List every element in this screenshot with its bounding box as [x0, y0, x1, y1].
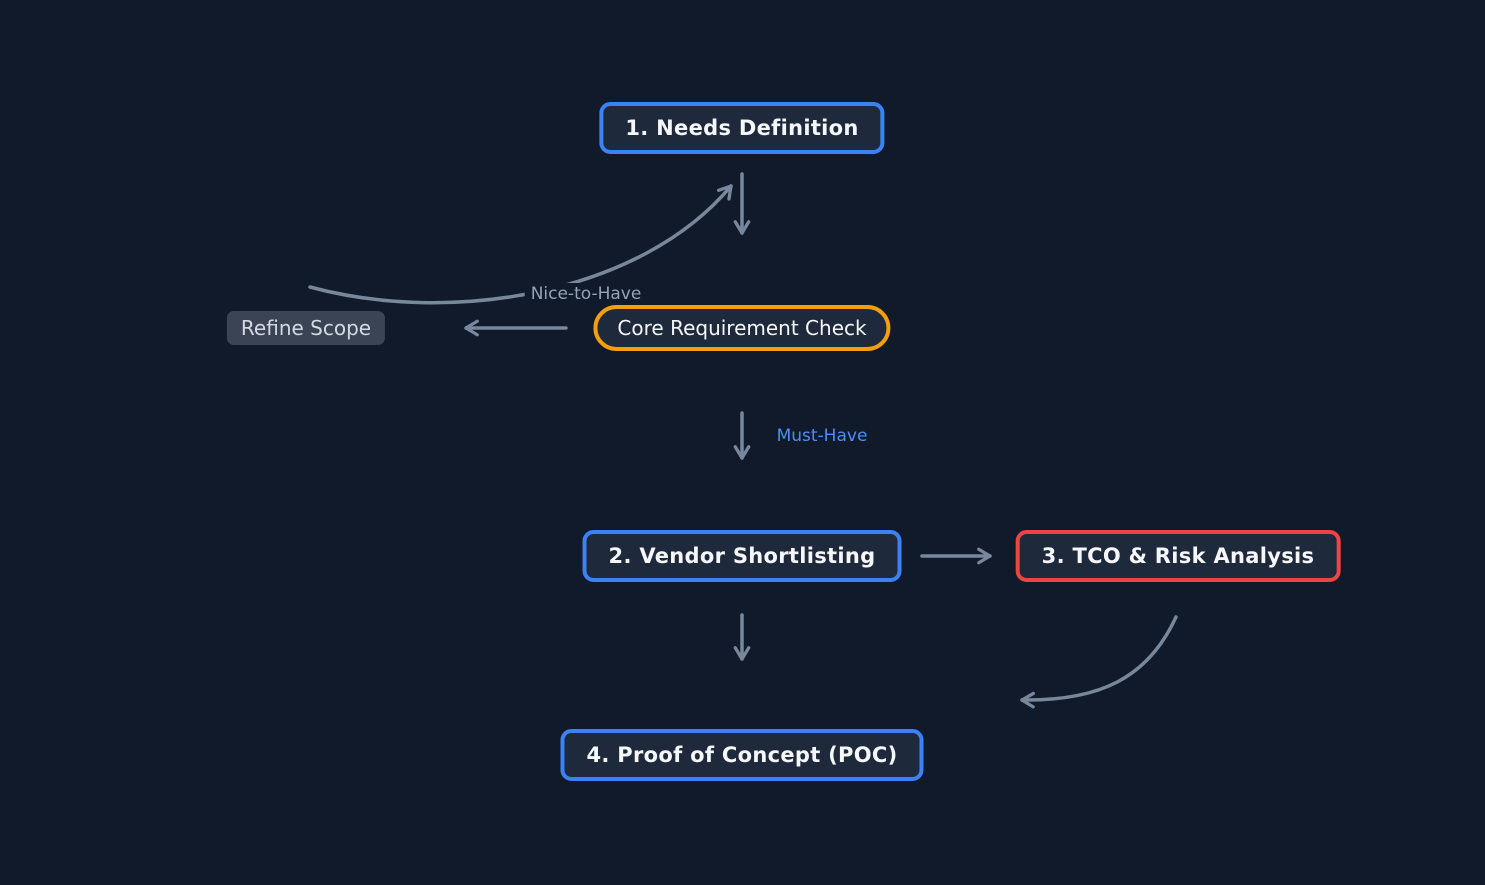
- arrow-tco-to-poc: [1020, 615, 1178, 709]
- node-vendor-shortlisting-label: 2. Vendor Shortlisting: [608, 544, 876, 568]
- node-proof-of-concept: 4. Proof of Concept (POC): [560, 729, 924, 781]
- node-tco-risk-analysis-label: 3. TCO & Risk Analysis: [1041, 544, 1315, 568]
- edge-label-nice-to-have: Nice-to-Have: [524, 283, 648, 305]
- node-refine-scope-label: Refine Scope: [240, 316, 372, 340]
- node-vendor-shortlisting: 2. Vendor Shortlisting: [582, 530, 902, 582]
- node-needs-definition-label: 1. Needs Definition: [625, 116, 859, 140]
- node-tco-risk-analysis: 3. TCO & Risk Analysis: [1015, 530, 1341, 582]
- node-proof-of-concept-label: 4. Proof of Concept (POC): [586, 743, 898, 767]
- node-needs-definition: 1. Needs Definition: [599, 102, 885, 154]
- node-core-requirement-check-label: Core Requirement Check: [617, 316, 867, 340]
- node-refine-scope: Refine Scope: [226, 311, 386, 345]
- edge-label-must-have: Must-Have: [770, 425, 874, 447]
- node-core-requirement-check: Core Requirement Check: [593, 305, 891, 351]
- arrow-refine-to-needs: [308, 184, 733, 305]
